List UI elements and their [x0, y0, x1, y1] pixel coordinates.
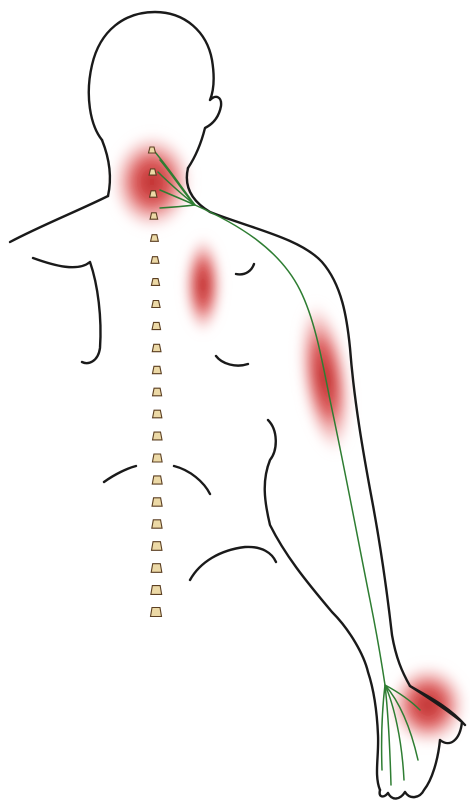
- vertebra: [151, 608, 162, 617]
- vertebra: [151, 564, 162, 573]
- vertebra: [151, 586, 162, 595]
- vertebra: [150, 191, 157, 197]
- vertebra: [152, 344, 161, 351]
- vertebra: [149, 169, 156, 175]
- vertebra: [153, 432, 162, 440]
- pain-region-upper-back: [183, 235, 223, 335]
- left-lower-back-mark: [104, 466, 136, 482]
- pain-region-hand: [388, 663, 468, 747]
- waist-outline: [190, 547, 276, 580]
- left-scapula-outline: [33, 258, 101, 363]
- vertebra: [153, 388, 162, 396]
- vertebra: [153, 410, 162, 418]
- vertebra: [152, 476, 162, 484]
- vertebra: [152, 542, 162, 551]
- right-arm-inner-outline: [265, 420, 380, 790]
- vertebra: [152, 520, 162, 528]
- right-lower-back-mark: [174, 466, 210, 494]
- left-neck-outline: [102, 140, 110, 196]
- vertebra: [151, 235, 159, 242]
- vertebra: [149, 147, 156, 153]
- pain-regions: [110, 132, 468, 747]
- vertebra: [152, 366, 161, 373]
- left-shoulder-outline: [10, 196, 108, 242]
- vertebra: [151, 279, 159, 286]
- vertebra: [151, 257, 159, 264]
- vertebra: [152, 454, 162, 462]
- vertebra: [152, 498, 162, 506]
- nerve-finger-5: [382, 685, 385, 770]
- vertebra: [152, 322, 161, 329]
- vertebra: [152, 301, 160, 308]
- vertebra: [150, 213, 158, 219]
